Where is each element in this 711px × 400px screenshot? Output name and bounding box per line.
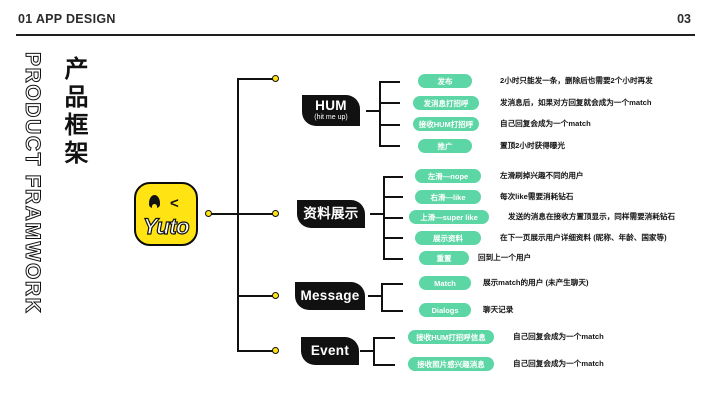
branch-title: 资料展示 (303, 205, 359, 221)
subtree-leg-hum-3 (379, 145, 400, 147)
subtree-spine-message (381, 283, 383, 311)
subtree-leg-hum-0 (379, 81, 400, 83)
connector-trunk-vertical (237, 78, 239, 352)
leaf-label: 左滑—nope (427, 171, 469, 181)
subtree-leg-profile-1 (383, 196, 403, 198)
leaf-label: 推广 (437, 141, 453, 151)
leaf-pill[interactable]: 接收照片感兴趣消息 (408, 357, 494, 371)
subtree-leg-message-1 (381, 310, 403, 312)
leaf-desc: 左滑刷掉兴趣不同的用户 (500, 171, 584, 180)
subtree-leg-hum-1 (379, 102, 400, 104)
leaf-desc: 发送的消息在接收方置顶显示，同样需要消耗钻石 (508, 212, 676, 221)
connector-root-horizontal (211, 213, 238, 215)
leaf-desc: 自己回复会成为一个match (513, 359, 604, 368)
header-divider (16, 34, 695, 36)
eye-icon (149, 195, 160, 209)
page-number: 03 (677, 12, 691, 26)
branch-node-message[interactable]: Message (295, 282, 365, 310)
connector-dot-event (272, 347, 279, 354)
connector-dot-message (272, 292, 279, 299)
branch-title: HUM (315, 98, 347, 114)
subtree-leg-profile-0 (383, 176, 403, 178)
leaf-pill[interactable]: 发消息打招呼 (413, 96, 479, 110)
subtree-leg-hum-2 (379, 124, 400, 126)
branch-stem-event (237, 350, 274, 352)
side-title-block: PRODUCT FRAMWORK 产品框架 (14, 51, 110, 382)
leaf-desc: 自己回复会成为一个match (500, 119, 591, 128)
leaf-label: Dialogs (431, 305, 459, 315)
subtree-stem-hum (366, 110, 380, 112)
leaf-pill[interactable]: 接收HUM打招呼 (413, 117, 479, 131)
branch-node-hum[interactable]: HUM (hit me up) (302, 95, 360, 126)
side-title-english: PRODUCT FRAMWORK (21, 51, 45, 315)
leaf-pill[interactable]: 展示资料 (415, 231, 481, 245)
subtree-spine-hum (379, 81, 381, 145)
subtree-leg-profile-2 (383, 217, 403, 219)
leaf-desc: 聊天记录 (483, 305, 514, 314)
leaf-label: 重置 (436, 253, 452, 263)
leaf-pill[interactable]: Dialogs (419, 303, 471, 317)
leaf-desc: 每次like需要消耗钻石 (500, 192, 574, 201)
leaf-pill[interactable]: 发布 (418, 74, 472, 88)
leaf-label: Match (434, 278, 456, 288)
leaf-pill[interactable]: 上滑—super like (409, 210, 489, 224)
leaf-label: 展示资料 (433, 233, 463, 243)
subtree-spine-event (373, 337, 375, 365)
leaf-desc: 2小时只能发一条，删除后也需要2个小时再发 (500, 76, 653, 85)
branch-stem-hum (237, 78, 274, 80)
leaf-label: 接收HUM打招呼信息 (416, 332, 486, 342)
leaf-label: 接收照片感兴趣消息 (417, 359, 485, 369)
connector-dot-profile (272, 210, 279, 217)
subtree-stem-message (368, 295, 382, 297)
branch-stem-message (237, 295, 274, 297)
leaf-label: 右滑—like (430, 192, 466, 202)
branch-node-profile[interactable]: 资料展示 (297, 200, 365, 228)
leaf-desc: 置顶2小时获得曝光 (500, 141, 565, 150)
side-title-chinese: 产品框架 (60, 56, 87, 168)
leaf-pill[interactable]: 右滑—like (415, 190, 481, 204)
leaf-desc: 自己回复会成为一个match (513, 332, 604, 341)
subtree-leg-profile-3 (383, 237, 403, 239)
leaf-pill[interactable]: Match (419, 276, 471, 290)
branch-stem-profile (237, 213, 274, 215)
subtree-leg-message-0 (381, 283, 403, 285)
connector-dot-hum (272, 75, 279, 82)
subtree-leg-event-1 (373, 364, 395, 366)
logo-wordmark: Yuto (142, 213, 190, 239)
leaf-label: 接收HUM打招呼 (418, 119, 474, 129)
subtree-stem-profile (370, 213, 384, 215)
branch-node-event[interactable]: Event (301, 337, 359, 365)
branch-title: Event (310, 342, 350, 358)
subtree-leg-profile-4 (383, 258, 403, 260)
branch-title: Message (300, 287, 360, 303)
leaf-label: 上滑—super like (420, 212, 478, 222)
leaf-label: 发消息打招呼 (423, 98, 469, 108)
subtree-leg-event-0 (373, 337, 395, 339)
leaf-desc: 在下一页展示用户详细资料 (昵称、年龄、国家等) (500, 233, 667, 242)
page-title: 01 APP DESIGN (18, 12, 116, 26)
leaf-pill[interactable]: 推广 (418, 139, 472, 153)
leaf-desc: 发消息后，如果对方回复就会成为一个match (500, 98, 652, 107)
leaf-desc: 回到上一个用户 (478, 253, 532, 262)
leaf-pill[interactable]: 左滑—nope (415, 169, 481, 183)
leaf-desc: 展示match的用户 (未产生聊天) (483, 278, 589, 287)
leaf-pill[interactable]: 重置 (419, 251, 469, 265)
leaf-label: 发布 (437, 76, 453, 86)
branch-subtitle: (hit me up) (314, 114, 348, 122)
leaf-pill[interactable]: 接收HUM打招呼信息 (408, 330, 494, 344)
app-logo: < Yuto (134, 182, 198, 246)
arrow-mark-icon: < (170, 195, 179, 212)
subtree-stem-event (360, 350, 374, 352)
